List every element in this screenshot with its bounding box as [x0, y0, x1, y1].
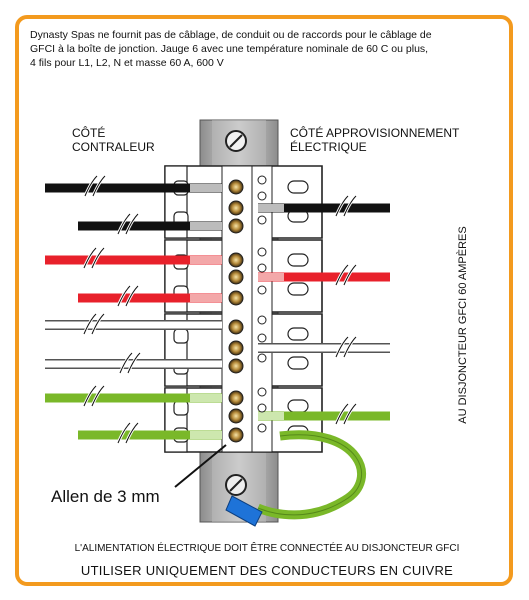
wire-red-supply [258, 263, 390, 286]
wire-black-1 [45, 174, 222, 197]
wire-red-2 [78, 284, 222, 307]
wire-white-2 [45, 351, 222, 374]
wire-green-2 [78, 421, 222, 444]
wire-red-1 [45, 246, 222, 269]
gfci-vertical-label: AU DISJONCTEUR GFCI 60 AMPÈRES [457, 226, 469, 424]
allen-pointer [174, 444, 227, 488]
copper-only-warning: UTILISER UNIQUEMENT DES CONDUCTEURS EN C… [80, 563, 454, 578]
notice-line-3: 4 fils pour L1, L2, N et masse 60 A, 600… [30, 57, 224, 69]
wire-white-supply [258, 335, 390, 358]
controller-side-label: CÔTÉ CONTRALEUR [72, 126, 155, 154]
wire-black-2 [78, 212, 222, 235]
terminal-holes [257, 175, 267, 433]
wire-black-supply [258, 194, 390, 217]
wire-green-supply [258, 402, 390, 425]
wire-white-1 [45, 312, 222, 335]
allen-label: Allen de 3 mm [51, 487, 160, 506]
brass-screws [228, 179, 244, 443]
notice-line-1: Dynasty Spas ne fournit pas de câblage, … [30, 29, 432, 41]
supply-side-label: CÔTÉ APPROVISIONNEMENT ÉLECTRIQUE [290, 126, 460, 154]
wire-green-1 [45, 384, 222, 407]
notice-line-2: GFCI à la boîte de jonction. Jauge 6 ave… [30, 43, 429, 55]
gfci-warning: L'ALIMENTATION ÉLECTRIQUE DOIT ÊTRE CONN… [74, 543, 460, 554]
ring-terminal-icon [225, 474, 263, 527]
screw-icon [225, 130, 247, 152]
wiring-notice: Dynasty Spas ne fournit pas de câblage, … [30, 28, 500, 70]
